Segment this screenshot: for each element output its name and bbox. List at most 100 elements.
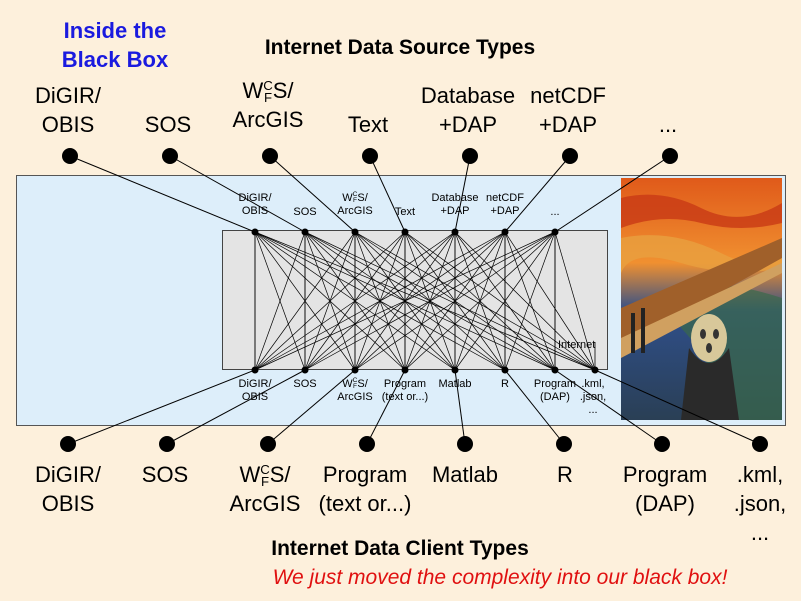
client-label-7-line3: ... xyxy=(750,520,770,545)
client-node xyxy=(752,436,768,452)
inner-client-label-5: R xyxy=(465,378,545,391)
client-label-7: .kml,.json,... xyxy=(685,460,801,547)
connection-line xyxy=(404,231,596,371)
black-box-title: Inside the Black Box xyxy=(30,16,200,74)
client-types-title: Internet Data Client Types xyxy=(271,537,529,560)
black-box-title-line-1: Inside the xyxy=(63,18,167,43)
source-label-2-line2: ArcGIS xyxy=(232,107,304,132)
source-node xyxy=(462,148,478,164)
source-node xyxy=(162,148,178,164)
inner-client-label-5-line1: R xyxy=(501,378,509,390)
connection-line xyxy=(267,369,356,445)
inner-source-node xyxy=(351,228,359,236)
client-label-0: DiGIR/OBIS xyxy=(0,460,143,518)
connection-line xyxy=(454,231,556,371)
client-label-1-line1: SOS xyxy=(141,462,189,487)
client-label-6: Program(DAP) xyxy=(590,460,740,518)
connection-line xyxy=(454,231,596,371)
inner-source-label-4-line1: Database xyxy=(431,192,479,204)
connection-line xyxy=(454,369,466,445)
source-label-4-line1: Database xyxy=(420,83,516,108)
internet-label: Internet xyxy=(558,339,596,351)
inner-client-label-3: Program(text or...) xyxy=(365,378,445,404)
inner-client-label-3-line1: Program xyxy=(383,378,427,390)
client-label-7-line1: .kml, xyxy=(736,462,784,487)
source-types-title: Internet Data Source Types xyxy=(264,36,536,59)
connection-line xyxy=(69,155,256,233)
source-node xyxy=(562,148,578,164)
connection-line xyxy=(254,231,356,371)
inner-client-node xyxy=(301,366,309,374)
connection-line xyxy=(254,231,456,371)
client-label-6-line1: Program xyxy=(622,462,708,487)
inner-client-label-7-line2: .json, xyxy=(579,391,607,403)
inner-source-node xyxy=(401,228,409,236)
source-label-5: netCDF+DAP xyxy=(493,81,643,139)
inner-client-label-2-line2: ArcGIS xyxy=(337,391,373,404)
connection-line xyxy=(369,155,406,233)
connection-line xyxy=(254,231,406,371)
connection-line xyxy=(169,155,306,233)
client-label-0-line2: OBIS xyxy=(41,491,95,516)
connection-line xyxy=(254,231,306,371)
inner-source-label-1-line1: SOS xyxy=(293,206,317,218)
inner-source-node xyxy=(551,228,559,236)
source-label-1: SOS xyxy=(93,110,243,139)
connection-line xyxy=(504,155,571,233)
client-node xyxy=(60,436,76,452)
connection-line xyxy=(504,231,596,371)
inner-client-label-0-line2: OBIS xyxy=(241,391,269,403)
inner-client-label-0-line1: DiGIR/ xyxy=(238,378,272,390)
connection-line xyxy=(554,369,663,445)
source-label-1-line1: SOS xyxy=(144,112,192,137)
client-node xyxy=(359,436,375,452)
footer-note: We just moved the complexity into our bl… xyxy=(272,566,728,589)
client-label-4: Matlab xyxy=(390,460,540,489)
source-label-4-line2: +DAP xyxy=(438,112,498,137)
connection-line xyxy=(254,231,506,371)
inner-client-node xyxy=(501,366,509,374)
connection-line xyxy=(554,155,671,233)
connection-line xyxy=(304,231,596,371)
client-label-4-line1: Matlab xyxy=(431,462,499,487)
inner-source-label-1: SOS xyxy=(265,206,345,219)
inner-source-label-4-line2: +DAP xyxy=(440,205,470,217)
source-label-6: ... xyxy=(593,110,743,139)
source-node xyxy=(362,148,378,164)
inner-client-node xyxy=(551,366,559,374)
inner-client-label-7: .kml,.json,... xyxy=(553,378,633,417)
inner-client-label-7-line3: ... xyxy=(588,404,598,416)
inner-source-label-0-line1: DiGIR/ xyxy=(238,192,272,204)
inner-source-label-5-line2: +DAP xyxy=(490,205,520,217)
inner-source-label-4: Database+DAP xyxy=(415,192,495,218)
client-label-1: SOS xyxy=(90,460,240,489)
connection-line xyxy=(304,231,556,371)
inner-client-label-6: Program(DAP) xyxy=(515,378,595,404)
client-label-5-line1: R xyxy=(557,462,573,487)
inner-client-label-7-line1: .kml, xyxy=(581,378,605,390)
inner-source-label-2-line2: ArcGIS xyxy=(337,205,373,218)
source-label-6-line1: ... xyxy=(658,112,678,137)
inner-source-node xyxy=(251,228,259,236)
connection-line xyxy=(354,231,556,371)
client-label-3-line1: Program xyxy=(322,462,408,487)
connection-line xyxy=(67,369,256,445)
inner-source-label-3: Text xyxy=(365,206,445,219)
black-box-title-line-2: Black Box xyxy=(61,47,169,72)
client-label-3: Program(text or...) xyxy=(290,460,440,518)
inner-client-label-4-line1: Matlab xyxy=(438,378,472,390)
connection-line xyxy=(166,369,306,445)
source-label-3: Text xyxy=(293,110,443,139)
inner-source-node xyxy=(501,228,509,236)
inner-source-label-0: DiGIR/OBIS xyxy=(215,192,295,218)
inner-source-label-3-line1: Text xyxy=(394,206,416,218)
connection-line xyxy=(504,231,556,371)
inner-client-node xyxy=(451,366,459,374)
connection-line xyxy=(366,369,406,445)
connection-line xyxy=(254,231,556,371)
client-node xyxy=(654,436,670,452)
